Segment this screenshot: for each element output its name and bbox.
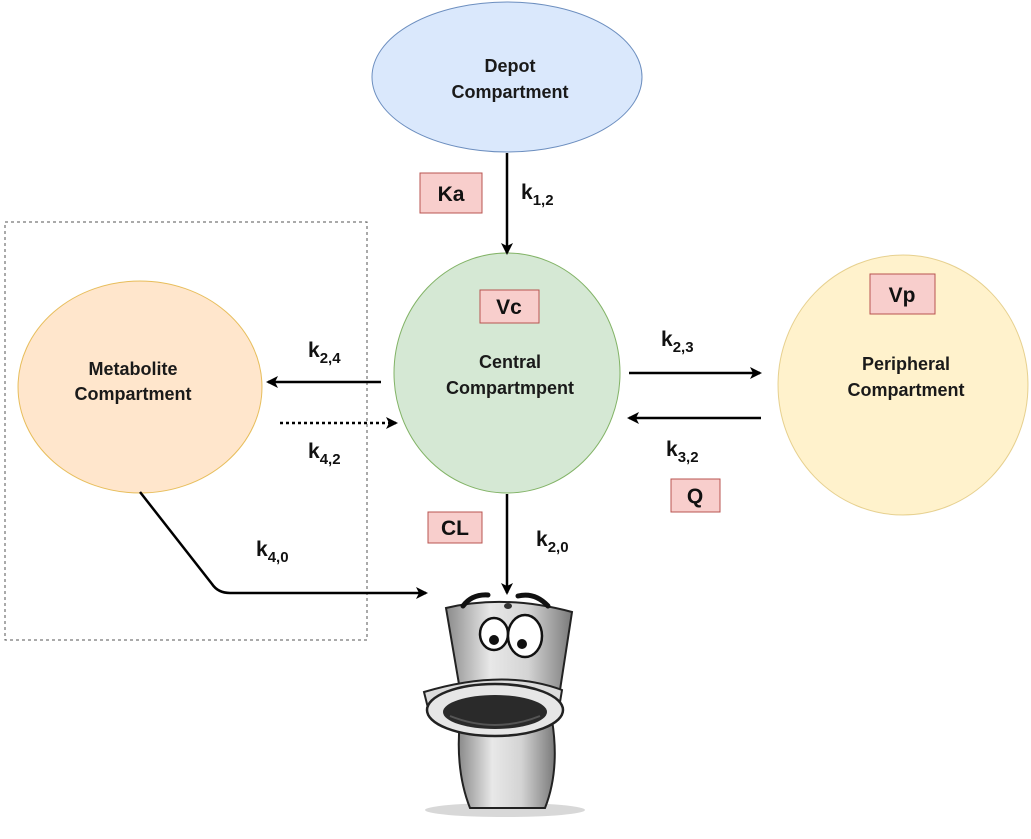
depot-label-line2: Compartment [451,82,568,102]
param-vp-label: Vp [889,284,916,307]
param-cl: CL [427,511,483,544]
param-cl-label: CL [441,517,469,540]
depot-compartment[interactable]: Depot Compartment [371,1,643,153]
rate-k40: k4,0 [256,538,289,566]
rate-k24: k2,4 [308,339,341,367]
peripheral-compartment[interactable]: Peripheral Compartment [777,254,1029,516]
param-q: Q [670,478,721,513]
param-vc: Vc [479,289,540,324]
central-compartment[interactable]: Central Compartmpent [393,252,621,494]
metabolite-label-line2: Compartment [74,384,191,404]
central-ellipse [393,252,621,494]
rate-k32: k3,2 [666,438,699,466]
rate-k20: k2,0 [536,528,569,556]
param-q-label: Q [687,485,703,508]
param-vc-label: Vc [496,296,522,319]
arrow-metabolite-to-elimination [139,491,428,599]
peripheral-ellipse [777,254,1029,516]
central-label-line2: Compartmpent [446,378,574,398]
depot-label-line1: Depot [485,56,536,76]
peripheral-label-line2: Compartment [847,380,964,400]
rate-k23: k2,3 [661,328,694,356]
rate-k42: k4,2 [308,440,341,468]
param-ka-label: Ka [438,183,465,206]
central-label-line1: Central [479,352,541,372]
peripheral-label-line1: Peripheral [862,354,950,374]
cartoon-toilet-icon [422,592,585,817]
metabolite-compartment[interactable]: Metabolite Compartment [17,280,263,494]
param-vp: Vp [869,273,936,315]
metabolite-boundary-box [4,221,368,641]
param-ka: Ka [419,172,483,214]
depot-ellipse [371,1,643,153]
metabolite-label-line1: Metabolite [88,359,177,379]
rate-k12: k1,2 [521,181,554,209]
